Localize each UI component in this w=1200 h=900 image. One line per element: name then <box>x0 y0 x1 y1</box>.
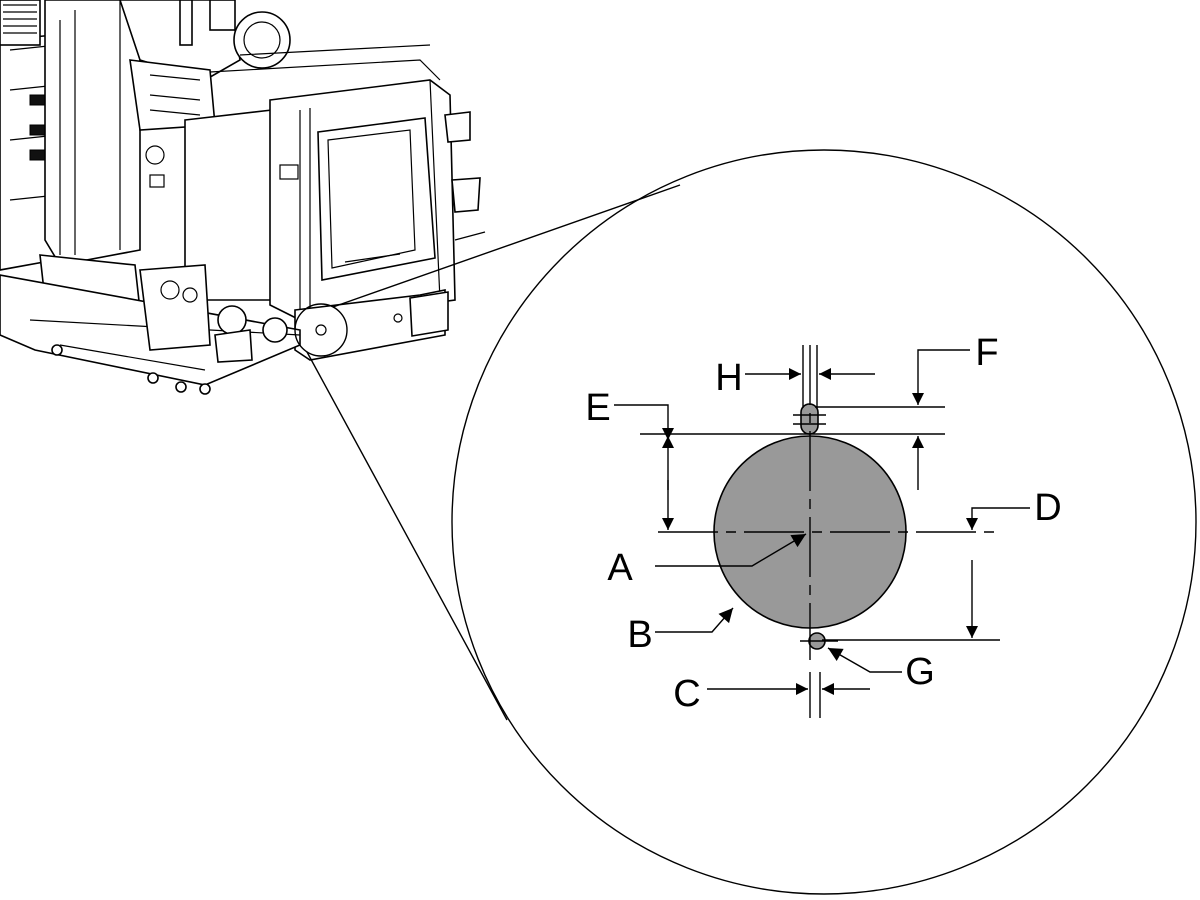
dimension-lines <box>614 345 1030 718</box>
detail-view-circle <box>451 149 1197 895</box>
label-e: E <box>585 387 610 429</box>
leader-lines <box>655 533 902 673</box>
callout-leader-lines <box>306 184 681 721</box>
label-h: H <box>715 357 742 399</box>
label-a: A <box>607 547 633 589</box>
machine-isometric-view <box>0 0 486 395</box>
label-c: C <box>673 673 700 715</box>
detail-callout-circle <box>294 303 348 357</box>
label-g: G <box>905 651 935 693</box>
label-b: B <box>627 614 652 656</box>
label-d: D <box>1034 487 1061 529</box>
label-f: F <box>975 332 998 374</box>
centerlines <box>658 345 1000 660</box>
